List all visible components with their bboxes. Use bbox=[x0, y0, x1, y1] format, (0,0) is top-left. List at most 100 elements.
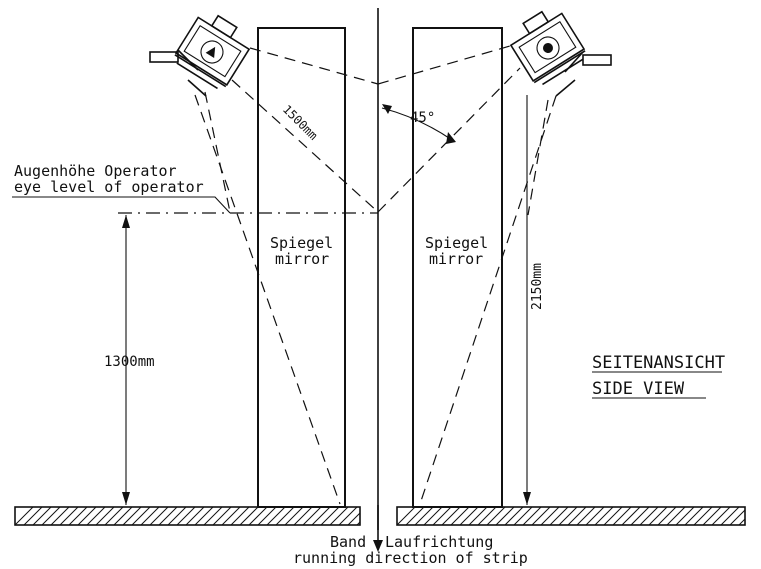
height-2150-label: 2150mm bbox=[530, 263, 545, 310]
hatch-line bbox=[14, 506, 34, 526]
mirror-right-label-en: mirror bbox=[429, 250, 483, 268]
hatch-line bbox=[585, 506, 605, 526]
hatch-line bbox=[347, 512, 361, 526]
hatch-line bbox=[266, 506, 286, 526]
hatch-line bbox=[666, 506, 686, 526]
hatch-line bbox=[293, 506, 313, 526]
hatch-line bbox=[140, 506, 160, 526]
hatch-line bbox=[657, 506, 677, 526]
hatch-line bbox=[311, 506, 331, 526]
hatch-line bbox=[468, 506, 488, 526]
hatch-line bbox=[212, 506, 232, 526]
eye-level-label-en: eye level of operator bbox=[14, 178, 204, 196]
hatch-line bbox=[603, 506, 623, 526]
hatch-line bbox=[450, 506, 470, 526]
hatch-line bbox=[738, 518, 746, 526]
hatch-line bbox=[356, 521, 361, 526]
hatch-line bbox=[495, 506, 515, 526]
hatch-line bbox=[432, 506, 452, 526]
hatch-line bbox=[122, 506, 142, 526]
angle-45-label: 45° bbox=[410, 110, 435, 126]
hatch-line bbox=[95, 506, 115, 526]
hatch-line bbox=[567, 506, 587, 526]
hatch-line bbox=[648, 506, 668, 526]
hatch-line bbox=[405, 506, 425, 526]
hatch-line bbox=[275, 506, 295, 526]
dimension-2150 bbox=[523, 95, 531, 505]
floor-left bbox=[14, 506, 361, 526]
hatch-line bbox=[68, 506, 88, 526]
hatch-line bbox=[693, 506, 713, 526]
hatch-line bbox=[720, 506, 740, 526]
height-1300-label: 1300mm bbox=[104, 354, 155, 370]
hatch-line bbox=[50, 506, 70, 526]
hatch-line bbox=[221, 506, 241, 526]
hatch-line bbox=[86, 506, 106, 526]
hatch-line bbox=[131, 506, 151, 526]
hatch-line bbox=[549, 506, 569, 526]
hatch-line bbox=[477, 506, 497, 526]
hatch-line bbox=[594, 506, 614, 526]
hatch-line bbox=[684, 506, 704, 526]
hatch-line bbox=[338, 506, 358, 526]
hatch-line bbox=[248, 506, 268, 526]
hatch-line bbox=[423, 506, 443, 526]
mirror-left-label-de: Spiegel bbox=[270, 234, 333, 252]
camera-right-icon bbox=[509, 10, 586, 86]
sight-lines bbox=[194, 45, 557, 505]
running-direction-arrow bbox=[373, 505, 383, 552]
hatch-line bbox=[230, 506, 250, 526]
hatch-line bbox=[630, 506, 650, 526]
hatch-line bbox=[302, 506, 322, 526]
hatch-line bbox=[414, 506, 434, 526]
running-direction-label-de: Laufrichtung bbox=[385, 533, 493, 551]
view-title-en: SIDE VIEW bbox=[592, 379, 685, 399]
hatch-line bbox=[59, 506, 79, 526]
hatch-line bbox=[185, 506, 205, 526]
angle-45-arc bbox=[381, 104, 456, 144]
hatch-line bbox=[621, 506, 641, 526]
camera-left-icon bbox=[174, 14, 251, 90]
hatch-line bbox=[702, 506, 722, 526]
hatch-line bbox=[639, 506, 659, 526]
hatch-line bbox=[158, 506, 178, 526]
dimension-1300 bbox=[122, 215, 130, 505]
hatch-line bbox=[203, 506, 223, 526]
hatch-line bbox=[504, 506, 524, 526]
hatch-line bbox=[522, 506, 542, 526]
mirror-left-label-en: mirror bbox=[275, 250, 329, 268]
distance-1500-label: 1500mm bbox=[280, 102, 321, 143]
eye-level-leader bbox=[12, 196, 231, 214]
hatch-line bbox=[32, 506, 52, 526]
mirror-left bbox=[257, 27, 346, 508]
mirror-right bbox=[412, 27, 503, 508]
hatch-line bbox=[558, 506, 578, 526]
camera-left-bracket bbox=[149, 49, 207, 97]
hatch-line bbox=[284, 506, 304, 526]
hatch-line bbox=[531, 506, 551, 526]
hatch-line bbox=[77, 506, 97, 526]
hatch-line bbox=[257, 506, 277, 526]
hatch-line bbox=[675, 506, 695, 526]
hatch-line bbox=[194, 506, 214, 526]
hatch-line bbox=[486, 506, 506, 526]
hatch-line bbox=[23, 506, 43, 526]
hatch-line bbox=[329, 506, 349, 526]
eye-level-label-de: Augenhöhe Operator bbox=[14, 162, 177, 180]
hatch-line bbox=[441, 506, 461, 526]
hatch-line bbox=[396, 506, 416, 526]
hatch-line bbox=[113, 506, 133, 526]
view-title-de: SEITENANSICHT bbox=[592, 353, 725, 373]
floor-right bbox=[396, 506, 746, 526]
hatch-line bbox=[149, 506, 169, 526]
hatch-line bbox=[576, 506, 596, 526]
hatch-line bbox=[176, 506, 196, 526]
hatch-line bbox=[540, 506, 560, 526]
hatch-line bbox=[320, 506, 340, 526]
running-direction-label-en: running direction of strip bbox=[293, 549, 528, 567]
hatch-line bbox=[711, 506, 731, 526]
hatch-line bbox=[459, 506, 479, 526]
hatch-line bbox=[167, 506, 187, 526]
hatch-line bbox=[729, 509, 746, 526]
